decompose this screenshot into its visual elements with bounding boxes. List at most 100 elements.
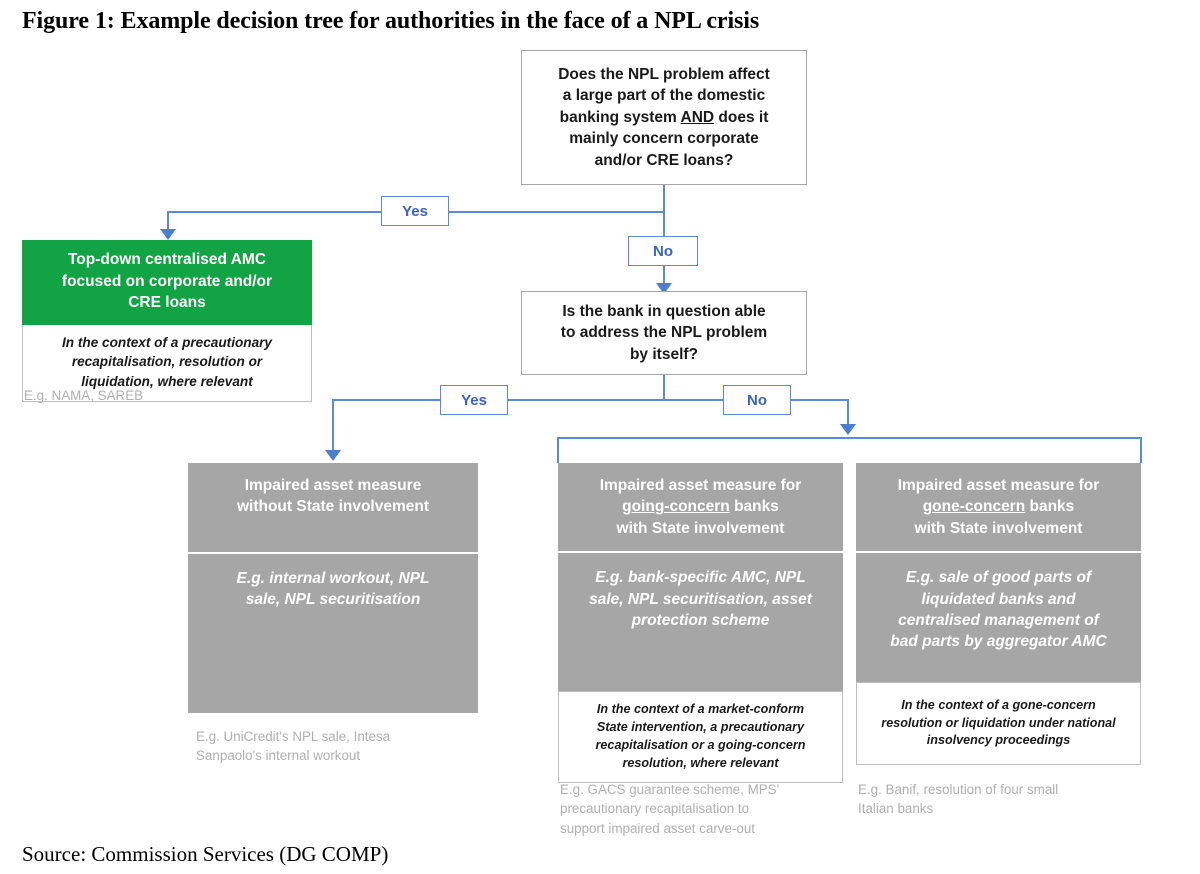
decision-node-q2: Is the bank in question able to address … xyxy=(521,291,807,375)
q1-line-2: a large part of the domestic xyxy=(562,87,766,105)
gone-concern-context-line-2: resolution or liquidation under national xyxy=(881,715,1116,730)
gone-concern-examples: E.g. sale of good parts of liquidated ba… xyxy=(856,553,1141,667)
going-concern-context: In the context of a market-conform State… xyxy=(558,691,843,783)
label-q1-no: No xyxy=(628,236,698,266)
connector-q2-no-vertical xyxy=(847,399,849,429)
q2-line-3: by itself? xyxy=(629,345,699,363)
going-concern-divider xyxy=(564,551,837,554)
arrow-q1-no xyxy=(656,283,672,294)
gone-concern-context: In the context of a gone-concern resolut… xyxy=(856,681,1141,766)
gone-concern-eg-line-3: centralised management of xyxy=(898,611,1099,629)
going-concern-example-caption: E.g. GACS guarantee scheme, MPS' precaut… xyxy=(560,780,860,838)
gone-concern-example-caption: E.g. Banif, resolution of four small Ita… xyxy=(858,780,1158,819)
amc-context: In the context of a precautionary recapi… xyxy=(22,325,312,402)
q1-line-3c: does it xyxy=(714,108,769,126)
connector-q2-bus xyxy=(332,399,848,401)
gone-concern-eg-line-4: bad parts by aggregator AMC xyxy=(890,633,1107,651)
gone-concern-header: Impaired asset measure for gone-concern … xyxy=(856,463,1141,552)
gone-concern-divider xyxy=(862,551,1135,554)
gone-concern-head-line-2-rest: banks xyxy=(1025,498,1075,516)
going-concern-spacer xyxy=(558,645,843,692)
label-q2-no: No xyxy=(723,385,791,415)
going-concern-eg-line-3: protection scheme xyxy=(631,611,770,629)
going-concern-caption-line-2: precautionary recapitalisation to xyxy=(560,801,750,817)
going-concern-head-line-2-rest: banks xyxy=(729,498,779,516)
going-concern-header: Impaired asset measure for going-concern… xyxy=(558,463,843,552)
no-state-eg-line-2: sale, NPL securitisation xyxy=(245,591,421,609)
going-concern-context-line-1: In the context of a market-conform xyxy=(596,702,805,717)
connector-split-bracket xyxy=(557,437,1142,463)
label-q2-no-text: No xyxy=(747,391,767,409)
no-state-spacer-top xyxy=(188,529,478,552)
no-state-divider xyxy=(194,551,472,554)
q1-line-3: banking system AND does it xyxy=(530,107,798,128)
gone-concern-underline: gone-concern xyxy=(922,498,1026,516)
amc-body-line-3: liquidation, where relevant xyxy=(81,373,253,389)
q2-line-2: to address the NPL problem xyxy=(560,324,768,342)
label-q2-yes: Yes xyxy=(440,385,508,415)
going-concern-examples: E.g. bank-specific AMC, NPL sale, NPL se… xyxy=(558,553,843,646)
amc-head-line-2: focused on corporate and/or xyxy=(61,272,273,290)
amc-example-caption: E.g. NAMA, SAREB xyxy=(24,386,304,405)
connector-q1-no-stem xyxy=(663,266,665,289)
outcome-without-state-involvement: Impaired asset measure without State inv… xyxy=(188,463,478,713)
gone-concern-spacer xyxy=(856,666,1141,682)
source-note: Source: Commission Services (DG COMP) xyxy=(22,842,389,866)
outcome-centralised-amc: Top-down centralised AMC focused on corp… xyxy=(22,240,312,402)
arrow-q1-yes xyxy=(160,229,176,240)
gone-concern-caption-line-2: Italian banks xyxy=(858,801,934,817)
no-state-head-line-2: without State involvement xyxy=(236,498,430,516)
amc-body-line-1: In the context of a precautionary xyxy=(62,335,272,351)
going-concern-context-line-2: State intervention, a precautionary xyxy=(596,720,805,735)
gone-concern-eg-line-1: E.g. sale of good parts of xyxy=(905,569,1092,587)
no-state-example-caption: E.g. UniCredit's NPL sale, Intesa Sanpao… xyxy=(196,727,496,766)
figure-title: Figure 1: Example decision tree for auth… xyxy=(22,8,760,34)
q1-line-5: and/or CRE loans? xyxy=(594,151,734,169)
no-state-caption-line-2: Sanpaolo's internal workout xyxy=(196,748,361,764)
outcome-going-concern: Impaired asset measure for going-concern… xyxy=(558,463,843,783)
q1-line-3a: banking system xyxy=(559,108,681,126)
gone-concern-head-line-3: with State involvement xyxy=(914,519,1083,537)
going-concern-context-line-4: resolution, where relevant xyxy=(622,755,779,770)
no-state-eg-line-1: E.g. internal workout, NPL xyxy=(236,569,430,587)
gone-concern-eg-line-2: liquidated banks and xyxy=(921,590,1076,608)
gone-concern-head-line-2: gone-concern banks xyxy=(866,496,1131,517)
gone-concern-head-line-1: Impaired asset measure for xyxy=(897,477,1100,494)
label-q1-yes-text: Yes xyxy=(402,202,428,220)
going-concern-head-line-1: Impaired asset measure for xyxy=(599,477,802,494)
q1-line-1: Does the NPL problem affect xyxy=(558,66,770,84)
q1-and-emphasis: AND xyxy=(680,108,715,126)
going-concern-caption-line-1: E.g. GACS guarantee scheme, MPS' xyxy=(560,782,780,797)
gone-concern-context-line-3: insolvency proceedings xyxy=(926,733,1071,748)
no-state-spacer-bottom xyxy=(188,624,478,713)
going-concern-head-line-2: going-concern banks xyxy=(568,496,833,517)
label-q1-no-text: No xyxy=(653,242,673,260)
arrow-q2-yes xyxy=(325,450,341,461)
outcome-gone-concern: Impaired asset measure for gone-concern … xyxy=(856,463,1141,766)
going-concern-underline: going-concern xyxy=(622,498,730,516)
connector-q1-trunk xyxy=(663,185,665,242)
no-state-header: Impaired asset measure without State inv… xyxy=(188,463,478,530)
amc-header: Top-down centralised AMC focused on corp… xyxy=(22,240,312,326)
connector-q1-yes-vertical xyxy=(167,211,169,233)
going-concern-eg-line-1: E.g. bank-specific AMC, NPL xyxy=(595,569,806,587)
q1-line-4: mainly concern corporate xyxy=(569,130,759,148)
going-concern-head-line-3: with State involvement xyxy=(616,519,785,537)
going-concern-eg-line-2: sale, NPL securitisation, asset xyxy=(589,590,812,608)
going-concern-context-line-3: recapitalisation or a going-concern xyxy=(595,738,806,752)
label-q1-yes: Yes xyxy=(381,196,449,226)
arrow-q2-no xyxy=(840,424,856,435)
going-concern-caption-line-3: support impaired asset carve-out xyxy=(560,820,756,836)
decision-node-q1: Does the NPL problem affect a large part… xyxy=(521,50,807,185)
no-state-head-line-1: Impaired asset measure xyxy=(244,477,422,494)
amc-head-line-1: Top-down centralised AMC xyxy=(67,251,267,268)
amc-caption-line-1: E.g. NAMA, SAREB xyxy=(24,388,144,403)
no-state-caption-line-1: E.g. UniCredit's NPL sale, Intesa xyxy=(196,729,391,744)
no-state-examples: E.g. internal workout, NPL sale, NPL sec… xyxy=(188,553,478,625)
amc-body-line-2: recapitalisation, resolution or xyxy=(71,354,263,370)
gone-concern-context-line-1: In the context of a gone-concern xyxy=(901,697,1096,712)
amc-head-line-3: CRE loans xyxy=(128,294,206,312)
gone-concern-caption-line-1: E.g. Banif, resolution of four small xyxy=(858,782,1059,797)
connector-q2-yes-vertical xyxy=(332,399,334,454)
